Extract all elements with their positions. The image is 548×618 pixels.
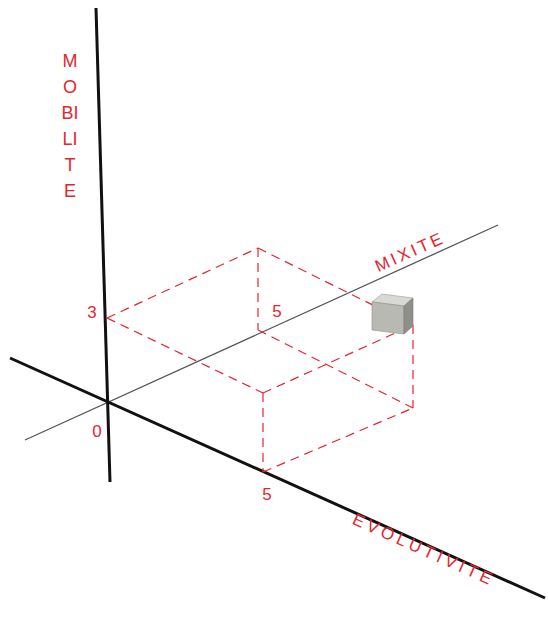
axis-title: MIXITE bbox=[372, 229, 447, 275]
dashed-line bbox=[258, 330, 413, 408]
dashed-line bbox=[263, 408, 413, 472]
axis-lines bbox=[10, 8, 545, 598]
dashed-line bbox=[257, 248, 258, 330]
dashed-box bbox=[107, 248, 413, 472]
tick-value: 5 bbox=[262, 486, 271, 503]
mixite-axis bbox=[25, 225, 498, 440]
dashed-line bbox=[412, 325, 413, 408]
axis-title: MOBILITE bbox=[61, 48, 79, 205]
tick-value: 3 bbox=[87, 304, 96, 321]
mobilite-axis bbox=[96, 8, 110, 482]
dashed-line bbox=[262, 393, 263, 472]
dashed-line bbox=[263, 325, 413, 393]
tick-value: 5 bbox=[272, 303, 281, 320]
cube-front bbox=[372, 302, 404, 334]
dashed-line bbox=[107, 318, 263, 393]
cube bbox=[372, 294, 413, 334]
axis-title: EVOLUTIVITE bbox=[350, 511, 498, 589]
dashed-line bbox=[107, 248, 258, 318]
cube-side bbox=[404, 298, 413, 334]
tick-value: 0 bbox=[92, 423, 101, 440]
evolutivite-axis bbox=[10, 358, 545, 598]
